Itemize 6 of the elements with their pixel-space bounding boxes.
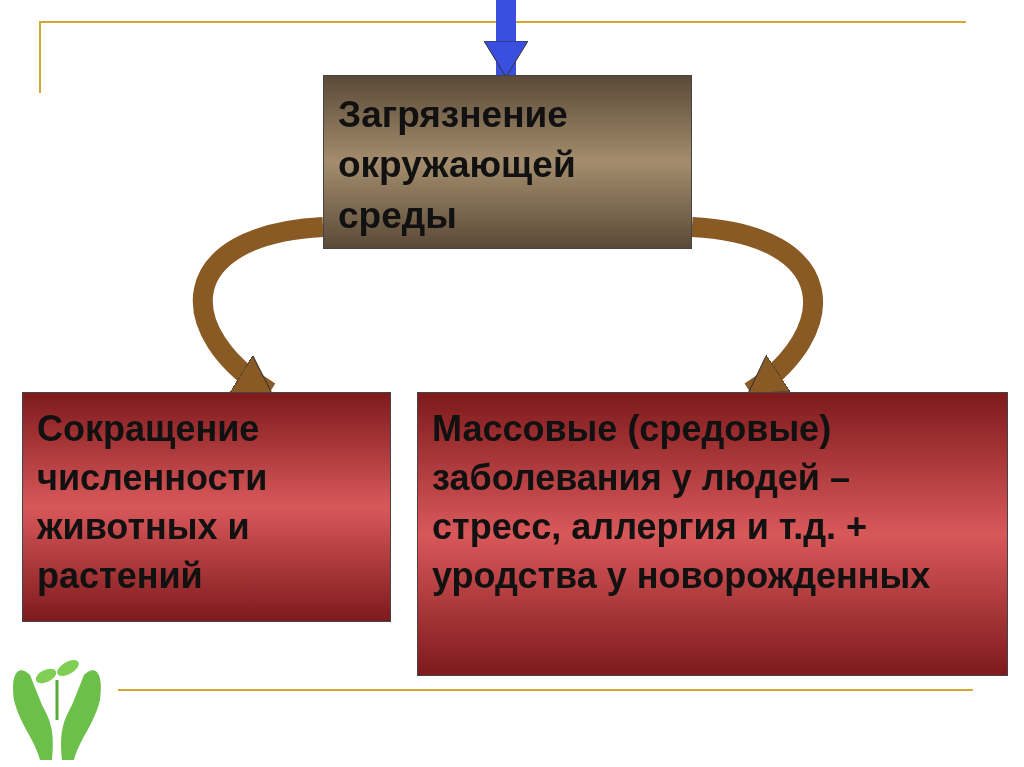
- box-text: Загрязнение окружающей среды: [338, 93, 577, 238]
- text-box: [22, 392, 391, 622]
- box-text: Массовые (средовые) заболевания у людей – стресс, аллергия и т.д. + уродства у новорожденных: [432, 407, 932, 598]
- text-box: [323, 75, 692, 249]
- box-text: Сокращение численности животных и растений: [37, 407, 269, 598]
- text-box: [417, 392, 1008, 676]
